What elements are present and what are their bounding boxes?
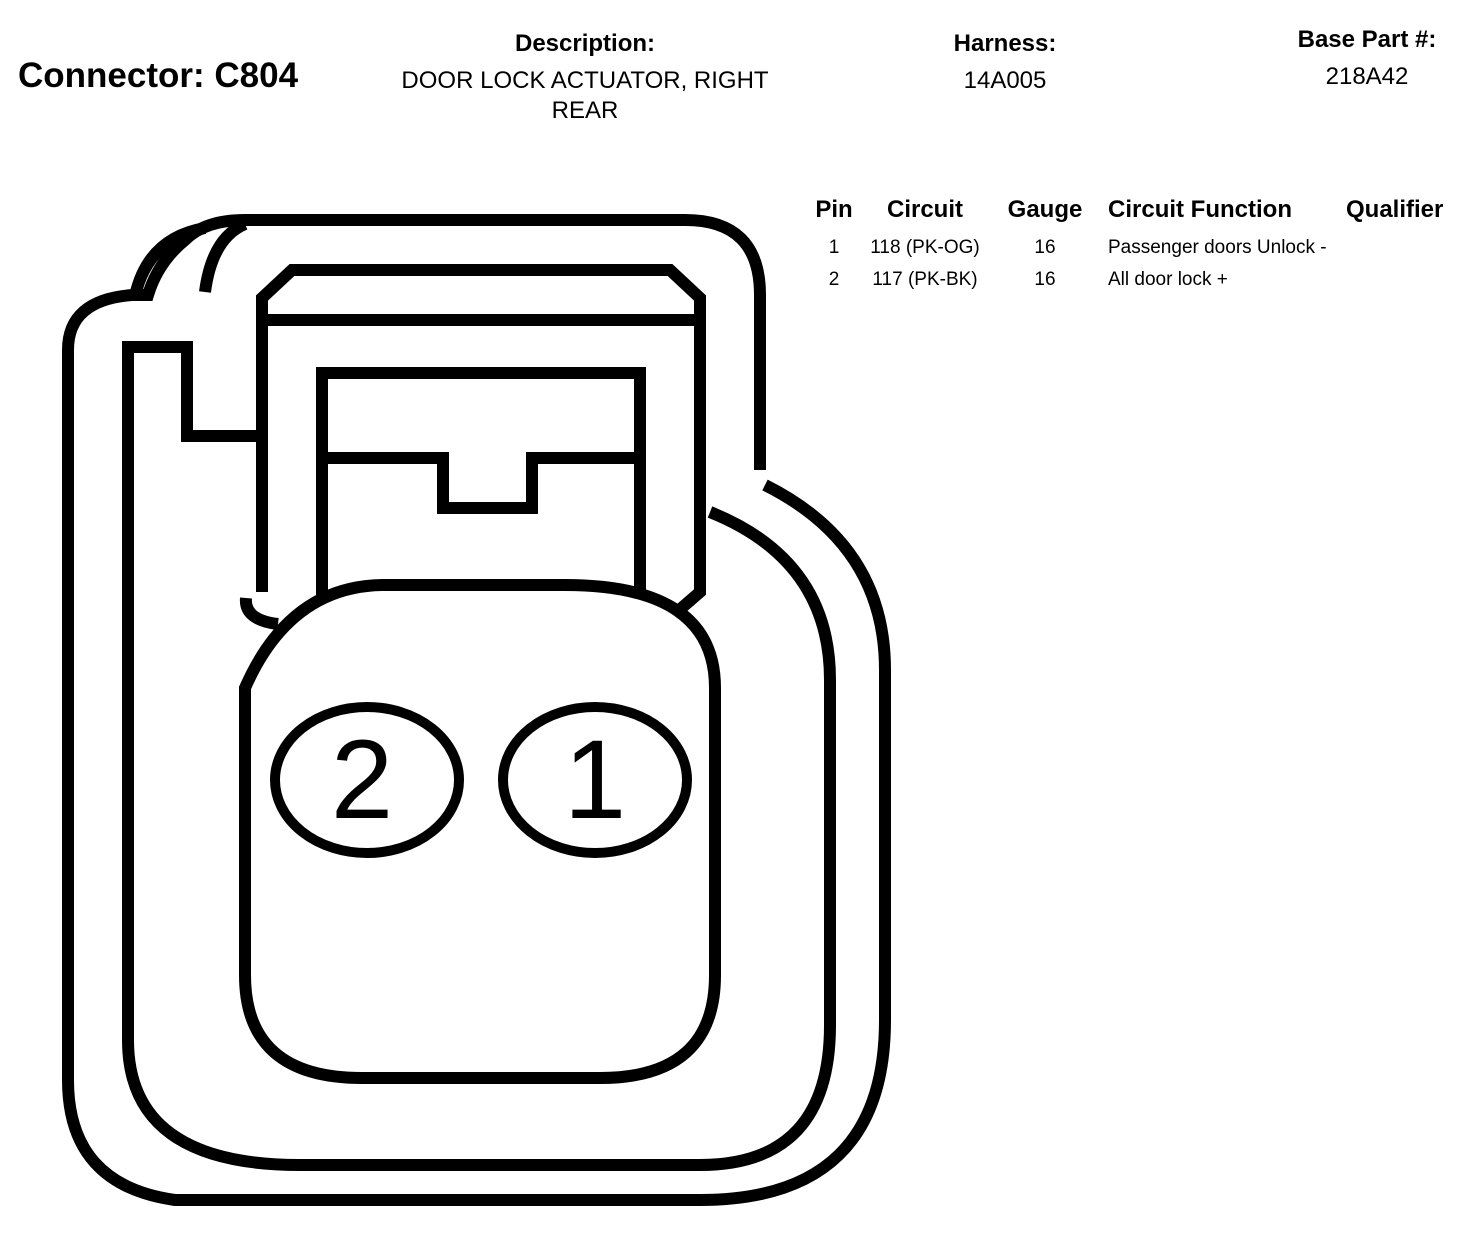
pin-cavity-2	[270, 702, 464, 858]
latch-tab	[322, 452, 640, 514]
latch-window	[316, 367, 646, 600]
cell-gauge: 16	[1034, 269, 1056, 290]
cell-pin: 1	[828, 237, 840, 258]
base-part-value: 218A42	[1325, 63, 1409, 90]
table-row: 1 118 (PK-OG) 16 Passenger doors Unlock …	[808, 232, 1466, 264]
pin-table: Pin Circuit Gauge Circuit Function Quali…	[808, 196, 1466, 296]
cell-circuit-function: All door lock +	[1108, 269, 1228, 290]
cell-circuit: 117 (PK-BK)	[872, 269, 978, 290]
pin-face	[239, 579, 721, 1084]
cell-qualifier	[1346, 264, 1466, 296]
column-header-circuit-function: Circuit Function	[1108, 196, 1292, 223]
connector-title: Connector: C804	[18, 56, 299, 95]
retainer-clip	[239, 597, 279, 630]
column-header-circuit: Circuit	[886, 196, 963, 223]
lock-housing	[256, 264, 706, 623]
base-part-block: Base Part #: 218A42	[1262, 26, 1472, 92]
description-value: DOOR LOCK ACTUATOR, RIGHT REAR	[401, 67, 769, 124]
pin-number-1: 1	[564, 717, 626, 842]
cell-pin: 2	[828, 269, 840, 290]
cell-gauge: 16	[1034, 237, 1056, 258]
cell-circuit: 118 (PK-OG)	[870, 237, 980, 258]
cell-qualifier	[1346, 232, 1466, 264]
description-label: Description:	[514, 30, 655, 57]
column-header-gauge: Gauge	[1007, 196, 1083, 223]
connector-outer-shell	[62, 214, 891, 1206]
harness-value: 14A005	[963, 67, 1047, 94]
harness-block: Harness: 14A005	[905, 30, 1105, 96]
connector-inner-shell	[122, 341, 836, 1171]
table-row: 2 117 (PK-BK) 16 All door lock +	[808, 264, 1466, 296]
pin-cavity-1	[498, 702, 692, 858]
harness-label: Harness:	[953, 30, 1057, 57]
column-header-qualifier: Qualifier	[1346, 196, 1444, 223]
pin-table-header: Pin Circuit Gauge Circuit Function Quali…	[808, 196, 1466, 232]
column-header-pin: Pin	[815, 196, 853, 223]
pin-number-2: 2	[331, 717, 393, 842]
base-part-label: Base Part #:	[1297, 26, 1437, 53]
description-block: Description: DOOR LOCK ACTUATOR, RIGHT R…	[360, 30, 810, 126]
cell-circuit-function: Passenger doors Unlock -	[1108, 237, 1327, 258]
connector-latch-bump	[129, 218, 248, 298]
